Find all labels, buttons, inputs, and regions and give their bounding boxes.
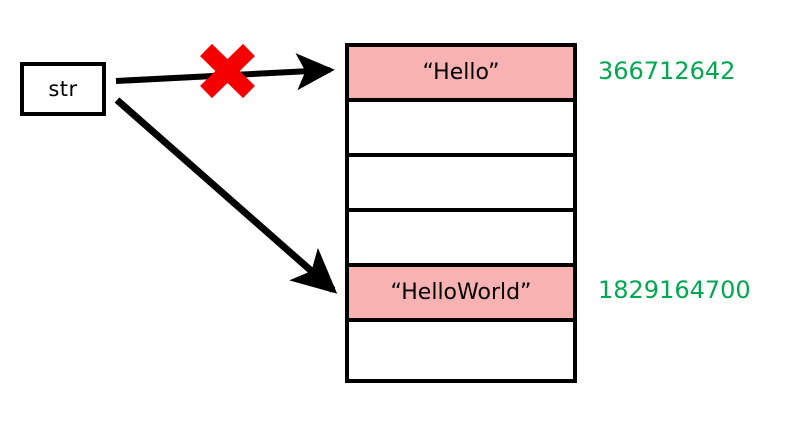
memory-cell-row[interactable]: “Hello”	[349, 47, 573, 102]
memory-cell-row[interactable]	[349, 212, 573, 267]
address-hello: 366712642	[598, 57, 736, 85]
red-x-invalidation-mark	[200, 43, 255, 99]
memory-cell-row[interactable]: “HelloWorld”	[349, 267, 573, 322]
variable-box-label: str	[48, 76, 78, 101]
memory-cells-table: “Hello” “HelloWorld”	[345, 43, 577, 383]
variable-box[interactable]: str	[20, 62, 106, 116]
memory-cell-row[interactable]	[349, 102, 573, 157]
arrow-str-to-hello	[115, 53, 335, 91]
arrow-str-to-helloworld	[114, 97, 338, 294]
address-helloworld: 1829164700	[598, 276, 751, 304]
memory-cell-row[interactable]	[349, 322, 573, 379]
memory-cell-label: “HelloWorld”	[390, 279, 532, 305]
memory-cell-row[interactable]	[349, 157, 573, 212]
memory-cell-label: “Hello”	[422, 59, 500, 85]
